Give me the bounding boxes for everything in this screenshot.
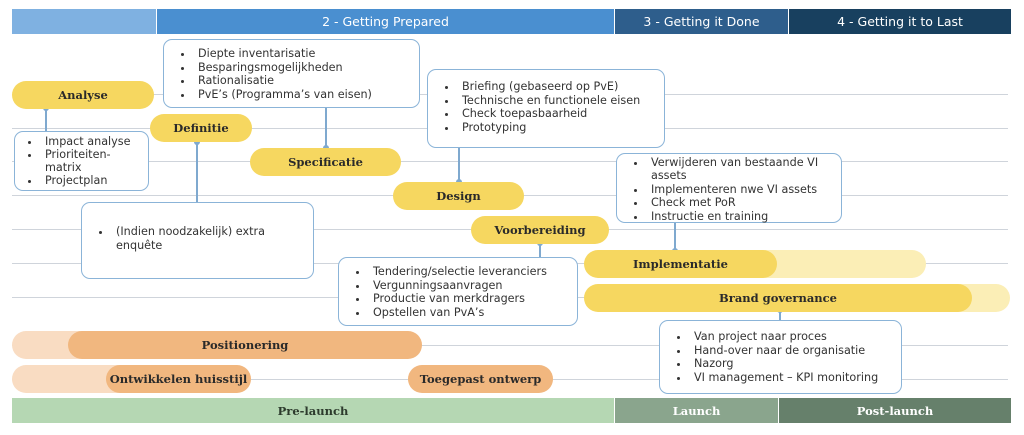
phase-4-label: 4 - Getting it to Last: [837, 14, 963, 29]
implementatie-callout: Verwijderen van bestaande VI assets Impl…: [616, 153, 842, 223]
phase-2-header: 2 - Getting Prepared: [157, 9, 614, 34]
callout-item: Prototyping: [458, 121, 656, 135]
phase-3-header: 3 - Getting it Done: [615, 9, 788, 34]
activity-brand-governance-label: Brand governance: [719, 291, 837, 305]
activity-analyse-label: Analyse: [58, 88, 108, 102]
callout-item: Instructie en training: [647, 210, 833, 223]
callout-item: Verwijderen van bestaande VI assets: [647, 156, 833, 183]
activity-implementatie-label: Implementatie: [633, 257, 728, 271]
activity-positionering-label: Positionering: [201, 338, 289, 352]
connector: [458, 148, 460, 182]
activity-implementatie: Implementatie: [584, 250, 777, 278]
connector: [539, 241, 541, 257]
activity-voorbereiding-label: Voorbereiding: [494, 223, 586, 237]
lane-line: [12, 345, 1008, 346]
connector: [779, 306, 781, 320]
design-callout: Briefing (gebaseerd op PvE) Technische e…: [427, 69, 665, 148]
lane-line: [12, 161, 1008, 162]
connector: [674, 223, 676, 251]
enquete-callout: (Indien noodzakelijk) extra enquête: [81, 202, 314, 279]
callout-item: Tendering/selectie leveranciers: [369, 265, 569, 279]
callout-item: Implementeren nwe VI assets: [647, 183, 833, 196]
activity-design-label: Design: [436, 189, 481, 203]
stage-pre-launch: Pre-launch: [12, 398, 614, 423]
activity-analyse: Analyse: [12, 81, 154, 109]
definitie-callout: Diepte inventarisatie Besparingsmogelijk…: [163, 39, 420, 108]
connector: [325, 108, 327, 148]
callout-item: Briefing (gebaseerd op PvE): [458, 80, 656, 94]
voorbereiding-callout: Tendering/selectie leveranciers Vergunni…: [338, 257, 578, 326]
callout-item: Check met PoR: [647, 196, 833, 209]
phase-4-header: 4 - Getting it to Last: [789, 9, 1011, 34]
callout-item: Hand-over naar de organisatie: [690, 344, 893, 358]
callout-item: Diepte inventarisatie: [194, 47, 411, 61]
activity-brand-governance: Brand governance: [584, 284, 972, 312]
analyse-callout: Impact analyse Prioriteiten-matrix Proje…: [14, 131, 149, 191]
callout-item: Van project naar proces: [690, 330, 893, 344]
stage-pre-launch-label: Pre-launch: [277, 403, 349, 418]
activity-toegepast-ontwerp: Toegepast ontwerp: [408, 365, 553, 393]
stage-post-launch-label: Post-launch: [856, 403, 934, 418]
activity-specificatie: Specificatie: [250, 148, 401, 176]
activity-toegepast-ontwerp-label: Toegepast ontwerp: [419, 372, 542, 386]
callout-item: VI management – KPI monitoring: [690, 371, 893, 385]
callout-item: Projectplan: [41, 174, 140, 187]
callout-item: Nazorg: [690, 357, 893, 371]
activity-definitie-label: Definitie: [173, 121, 229, 135]
stage-launch: Launch: [615, 398, 778, 423]
activity-design: Design: [393, 182, 524, 210]
activity-positionering: Positionering: [68, 331, 422, 359]
stage-launch-label: Launch: [672, 403, 721, 418]
phase-2-label: 2 - Getting Prepared: [322, 14, 449, 29]
activity-ontwikkelen-huisstijl-label: Ontwikkelen huisstijl: [109, 372, 248, 386]
callout-item: PvE’s (Programma’s van eisen): [194, 88, 411, 102]
callout-item: Prioriteiten-matrix: [41, 148, 115, 174]
activity-voorbereiding: Voorbereiding: [471, 216, 609, 244]
activity-ontwikkelen-huisstijl: Ontwikkelen huisstijl: [106, 365, 251, 393]
connector: [196, 142, 198, 202]
stage-post-launch: Post-launch: [779, 398, 1011, 423]
callout-item: Rationalisatie: [194, 74, 411, 88]
callout-item: Besparingsmogelijkheden: [194, 61, 411, 75]
callout-item: Impact analyse: [41, 135, 140, 148]
callout-item: Check toepasbaarheid: [458, 107, 656, 121]
governance-callout: Van project naar proces Hand-over naar d…: [659, 320, 902, 394]
callout-item: (Indien noodzakelijk) extra enquête: [112, 225, 291, 252]
callout-item: Vergunningsaanvragen: [369, 279, 569, 293]
callout-item: Productie van merkdragers: [369, 292, 569, 306]
callout-item: Technische en functionele eisen: [458, 94, 656, 108]
connector-dot: [194, 139, 200, 145]
phase-3-label: 3 - Getting it Done: [643, 14, 760, 29]
activity-definitie: Definitie: [150, 114, 252, 142]
connector: [45, 108, 47, 132]
phase-1-header: [12, 9, 156, 34]
activity-specificatie-label: Specificatie: [288, 155, 363, 169]
callout-item: Opstellen van PvA’s: [369, 306, 569, 320]
